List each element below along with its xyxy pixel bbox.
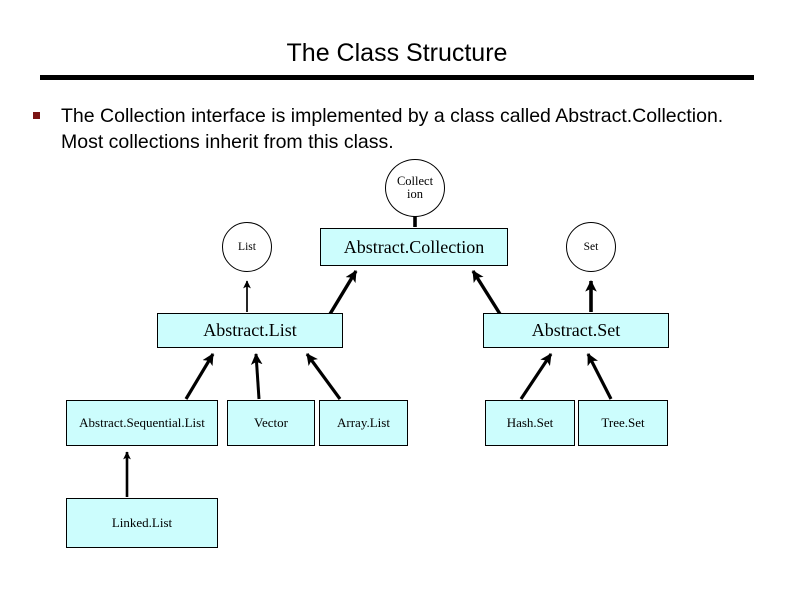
edge-abstractsequentiallist-abstractlist <box>184 353 215 400</box>
node-list[interactable]: List <box>222 222 272 272</box>
title-divider <box>40 75 754 80</box>
edge-vector-abstractlist <box>250 353 263 400</box>
node-linked-list[interactable]: Linked.List <box>66 498 218 548</box>
node-abstract-list[interactable]: Abstract.List <box>157 313 343 348</box>
node-tree-set[interactable]: Tree.Set <box>578 400 668 446</box>
node-collection-label-line1: Collect <box>396 173 434 188</box>
node-collection-label-line2: ion <box>407 187 423 201</box>
edge-hashset-abstractset <box>519 353 553 400</box>
edge-abstractset-abstractcollection <box>471 270 502 315</box>
page-title: The Class Structure <box>286 39 508 67</box>
edge-treeset-abstractset <box>586 353 613 400</box>
node-array-list[interactable]: Array.List <box>319 400 408 446</box>
bullet-text: The Collection interface is implemented … <box>61 105 724 153</box>
node-collection[interactable]: Collect ion <box>385 159 445 217</box>
node-vector[interactable]: Vector <box>227 400 315 446</box>
edge-abstractlist-abstractcollection <box>328 270 358 315</box>
node-abstract-collection[interactable]: Abstract.Collection <box>320 228 508 266</box>
edge-arraylist-abstractlist <box>305 353 342 400</box>
node-set[interactable]: Set <box>566 222 616 272</box>
node-abstract-sequential-list[interactable]: Abstract.Sequential.List <box>66 400 218 446</box>
node-abstract-set[interactable]: Abstract.Set <box>483 313 669 348</box>
square-bullet-icon <box>33 112 40 119</box>
node-hash-set[interactable]: Hash.Set <box>485 400 575 446</box>
